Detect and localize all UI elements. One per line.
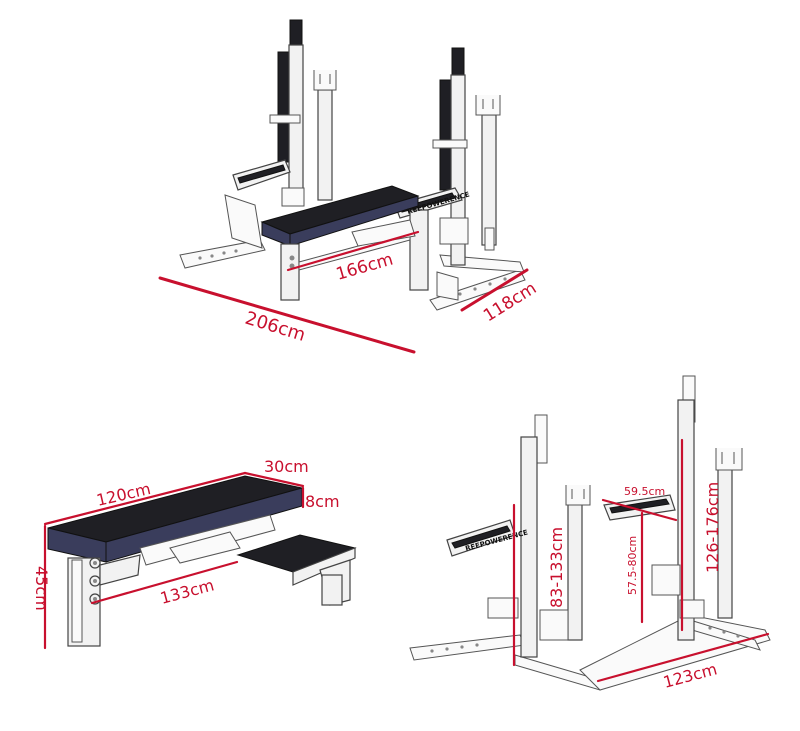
bench-view: 120cm 30cm 8cm 45cm 133cm	[32, 457, 357, 650]
full-set-left-upright	[232, 19, 337, 207]
rack-rear-upright-range-label: 126-176cm	[703, 482, 722, 573]
rack-width-line	[596, 632, 770, 683]
full-set-length-line	[158, 276, 416, 354]
bench-pad-width-label: 30cm	[264, 457, 309, 476]
bench-height-label: 45cm	[32, 566, 51, 611]
rack-base	[409, 614, 771, 691]
full-set-length-label: 206cm	[243, 308, 308, 346]
full-set-width-line	[460, 268, 529, 312]
full-set-view: REEPOWERENCE 206cm 166cm 118cm	[158, 19, 540, 354]
rack-view: REEPOWERENCE 83-133cm 57.5-80cm 59.5cm 1…	[409, 375, 771, 692]
full-set-base	[179, 194, 526, 311]
full-set-bench-length-line	[286, 230, 420, 272]
rack-upright-range-label: 83-133cm	[547, 527, 566, 608]
rack-spotter-depth-line	[601, 498, 678, 522]
rack-left-upright	[446, 414, 591, 658]
bench-pad-thickness-label: 8cm	[305, 492, 340, 511]
bench-frame-length-line	[90, 560, 239, 605]
rack-spotter-depth-label: 59.5cm	[624, 485, 665, 498]
bench-pad-width-line	[243, 471, 305, 488]
bench-pad-length-line	[43, 471, 247, 526]
full-set-right-upright	[394, 47, 501, 301]
rack-spotter-range-label: 57.5-80cm	[626, 536, 639, 595]
bench-frame-length-label: 133cm	[158, 575, 216, 608]
